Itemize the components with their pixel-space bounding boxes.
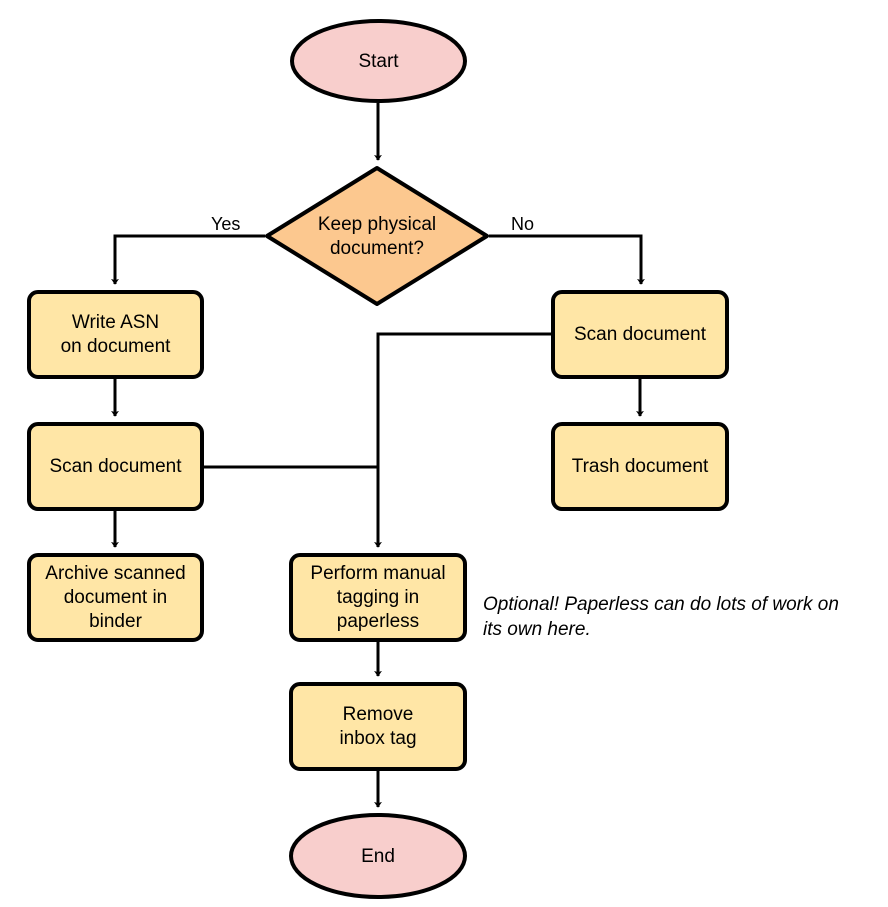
node-scan-document-left[interactable]: Scan document: [27, 422, 204, 511]
node-manual-tagging[interactable]: Perform manual tagging in paperless: [289, 553, 467, 642]
edge-label-yes: Yes: [211, 214, 240, 234]
node-keep-physical-document-label-line2: document?: [330, 238, 424, 259]
node-scan-document-left-shape[interactable]: [27, 422, 204, 511]
node-end-label: End: [361, 846, 395, 867]
node-scan-document-right-shape[interactable]: [551, 290, 729, 379]
node-write-asn-label-line2: on document: [61, 336, 172, 357]
node-start[interactable]: Start: [290, 19, 467, 103]
node-write-asn-label-line1: Write ASN: [72, 312, 159, 333]
node-manual-tagging-shape[interactable]: [289, 553, 467, 642]
annotations-layer: Optional! Paperless can do lots of work …: [483, 594, 839, 640]
edges-layer: [111, 103, 645, 808]
node-remove-inbox-tag-label-line1: Remove: [343, 704, 414, 725]
node-manual-tagging-label-line3: paperless: [337, 611, 419, 632]
node-remove-inbox-tag[interactable]: Remove inbox tag: [289, 682, 467, 771]
node-archive-scanned-document-label-line1: Archive scanned: [45, 563, 185, 584]
node-remove-inbox-tag-label-line2: inbox tag: [339, 728, 416, 749]
node-trash-document[interactable]: Trash document: [551, 422, 729, 511]
edge-labels-layer: Yes No: [211, 214, 534, 234]
node-archive-scanned-document[interactable]: Archive scanned document in binder: [27, 553, 204, 642]
edge-decision-no-to-scan-right: [489, 234, 645, 285]
node-start-shape[interactable]: [290, 19, 467, 103]
edge-scan-right-to-tagging: [374, 332, 551, 548]
node-end-shape[interactable]: [289, 813, 467, 899]
node-scan-document-right[interactable]: Scan document: [551, 290, 729, 379]
node-keep-physical-document[interactable]: Keep physical document?: [265, 166, 489, 306]
node-write-asn-shape[interactable]: [27, 290, 204, 379]
node-start-label: Start: [358, 51, 399, 72]
edge-label-no: No: [511, 214, 534, 234]
node-end[interactable]: End: [289, 813, 467, 899]
node-archive-scanned-document-label-line3: binder: [89, 611, 142, 632]
optional-note-line1: Optional! Paperless can do lots of work …: [483, 594, 839, 615]
edge-decision-yes-to-write-asn: [111, 234, 265, 285]
node-scan-document-left-label: Scan document: [49, 456, 182, 477]
optional-note-line2: its own here.: [483, 619, 591, 640]
node-manual-tagging-label-line2: tagging in: [337, 587, 419, 608]
node-remove-inbox-tag-shape[interactable]: [289, 682, 467, 771]
node-manual-tagging-label-line1: Perform manual: [310, 563, 445, 584]
node-trash-document-shape[interactable]: [551, 422, 729, 511]
nodes-layer: Start Keep physical document? Write ASN …: [27, 19, 729, 899]
node-archive-scanned-document-label-line2: document in: [64, 587, 168, 608]
node-scan-document-right-label: Scan document: [574, 324, 707, 345]
node-keep-physical-document-label-line1: Keep physical: [318, 214, 436, 235]
node-write-asn[interactable]: Write ASN on document: [27, 290, 204, 379]
node-keep-physical-document-shape[interactable]: [265, 166, 489, 306]
node-archive-scanned-document-shape[interactable]: [27, 553, 204, 642]
node-trash-document-label: Trash document: [572, 456, 709, 477]
